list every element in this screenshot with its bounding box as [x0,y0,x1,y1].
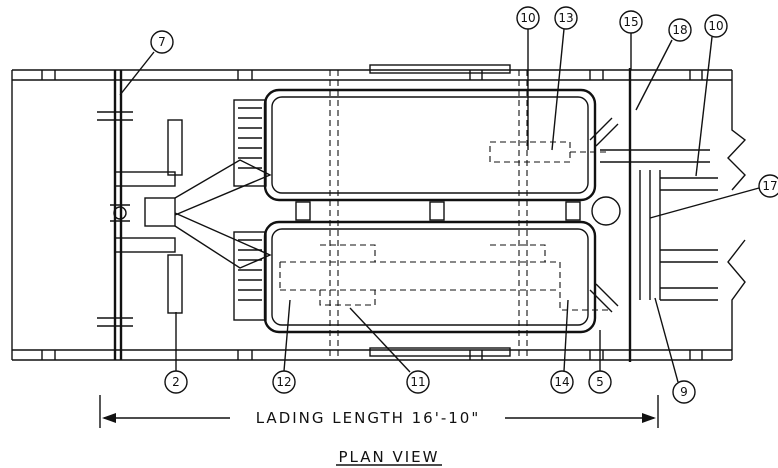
svg-text:14: 14 [554,375,569,389]
callout-17: 17 [649,174,778,219]
callout-2: 2 [164,312,188,394]
left-bulkhead [97,70,133,360]
callout-10-a: 10 [516,6,540,150]
svg-text:15: 15 [623,15,638,29]
upper-tank [263,88,597,202]
svg-text:5: 5 [596,375,604,389]
lower-tank [263,220,597,334]
view-title: PLAN VIEW [339,448,440,466]
callout-9: 9 [654,297,696,404]
callout-11: 11 [349,307,430,394]
callout-18: 18 [635,18,692,111]
svg-text:11: 11 [410,375,425,389]
hidden-lines [279,70,610,360]
callout-7: 7 [119,30,174,96]
svg-text:18: 18 [672,23,687,37]
ratchet-binders [233,99,267,321]
dimension-label: LADING LENGTH 16'-10" [256,409,481,427]
right-bulkhead [589,68,718,362]
a-frame-hitch [114,119,272,314]
svg-text:9: 9 [680,385,688,399]
callout-13: 13 [551,6,578,151]
svg-text:10: 10 [708,19,723,33]
tank-saddles [295,196,621,226]
callout-14: 14 [550,299,574,394]
callout-15: 15 [619,10,643,70]
callout-12: 12 [272,299,296,394]
svg-text:7: 7 [158,35,166,49]
dimension-line [99,395,659,428]
svg-text:13: 13 [558,11,573,25]
svg-text:2: 2 [172,375,180,389]
svg-text:12: 12 [276,375,291,389]
callout-5: 5 [588,330,612,394]
svg-text:10: 10 [520,11,535,25]
svg-text:17: 17 [762,179,777,193]
callout-10-b: 10 [695,14,728,177]
callouts: 7 2 12 11 10 13 14 5 15 18 10 [119,6,778,404]
